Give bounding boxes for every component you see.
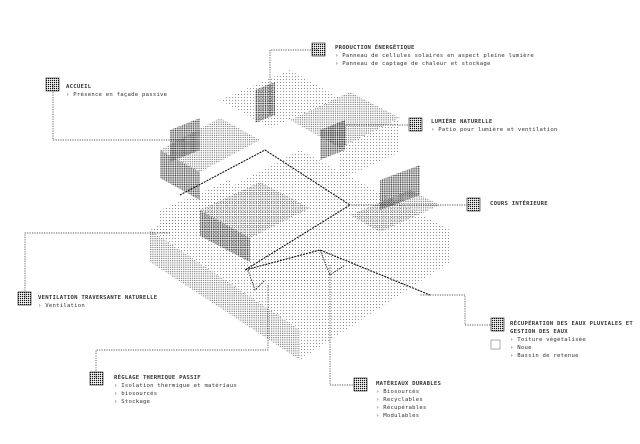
callout-production-item-1: › Panneau de cellules solaires en aspect… (335, 53, 534, 59)
marker-materiaux (353, 377, 368, 392)
callout-production-item-2: › Panneau de captage de chaleur et stock… (335, 61, 491, 67)
callout-ventilation-title: VENTILATION TRAVERSANTE NATURELLE (38, 295, 158, 301)
callout-materiaux-item-1: › Biosourcés (376, 389, 420, 395)
building-volumes (160, 70, 440, 292)
callout-ventilation-item-1: › Ventilation (38, 303, 86, 309)
callout-ventilation: VENTILATION TRAVERSANTE NATURELLE › Vent… (38, 294, 157, 310)
callout-materiaux-item-2: › Recyclables (376, 397, 424, 403)
circulation-path (179, 149, 431, 296)
callout-reglage-title: RÉGLAGE THERMIQUE PASSIF (114, 375, 201, 381)
callout-eau-item-1: › Toiture végétalisée (510, 337, 586, 343)
marker-reglage (89, 371, 104, 386)
callout-accueil-item-1: › Présence en façade passive (66, 92, 168, 98)
callout-materiaux-item-3: › Récupérables (376, 405, 427, 411)
callout-reglage: RÉGLAGE THERMIQUE PASSIF › Isolation the… (114, 374, 237, 406)
marker-cours (466, 197, 481, 212)
callout-eau-item-3: › Bassin de retenue (510, 353, 579, 359)
marker-ventilation (17, 291, 32, 306)
callout-accueil-title: ACCUEIL (66, 84, 92, 90)
callout-materiaux-title: MATÉRIAUX DURABLES (376, 381, 442, 387)
callout-cours: COURS INTÉRIEURE (490, 200, 548, 208)
callout-lumiere-title: LUMIÈRE NATURELLE (431, 119, 493, 125)
callout-markers (17, 42, 505, 392)
callout-materiaux-item-4: › Modulables (376, 413, 420, 419)
marker-production (311, 42, 326, 57)
callout-reglage-item-3: › Stockage (114, 399, 151, 405)
callout-production: PRODUCTION ÉNERGÉTIQUE › Panneau de cell… (335, 44, 534, 68)
callout-reglage-item-2: › biosourcés (114, 391, 158, 397)
marker-accueil (45, 77, 60, 92)
callout-reglage-item-1: › Isolation thermique et matériaux (114, 383, 238, 389)
callout-eau: RÉCUPÉRATION DES EAUX PLUVIALES ET GESTI… (510, 320, 634, 360)
callout-materiaux: MATÉRIAUX DURABLES › Biosourcés › Recycl… (376, 380, 441, 420)
callout-eau-title: RÉCUPÉRATION DES EAUX PLUVIALES ET GESTI… (510, 321, 634, 335)
callout-accueil: ACCUEIL › Présence en façade passive (66, 83, 167, 99)
callout-lumiere: LUMIÈRE NATURELLE › Patio pour lumière e… (431, 118, 558, 134)
marker-eau (490, 317, 505, 332)
callout-cours-title: COURS INTÉRIEURE (490, 201, 548, 207)
callout-leaders (24, 49, 495, 386)
marker-lumiere (408, 117, 423, 132)
callout-lumiere-item-1: › Patio pour lumière et ventilation (431, 127, 558, 133)
callout-eau-item-2: › Noue (510, 345, 532, 351)
callout-production-title: PRODUCTION ÉNERGÉTIQUE (335, 45, 415, 51)
